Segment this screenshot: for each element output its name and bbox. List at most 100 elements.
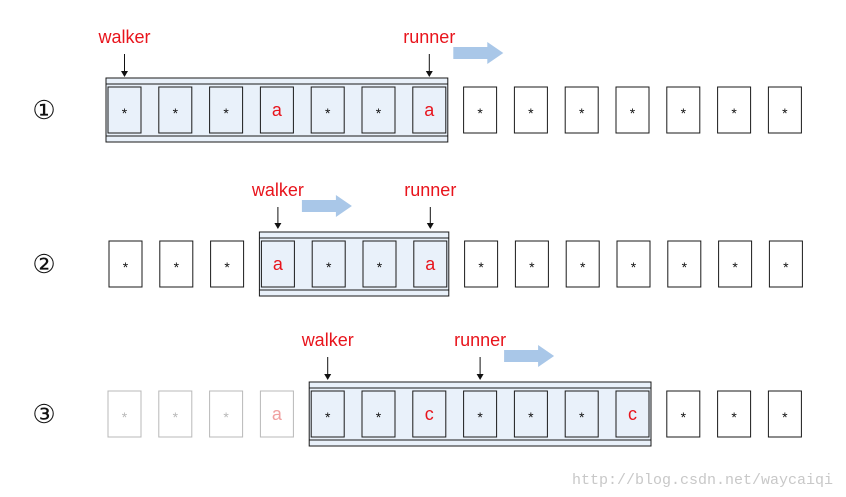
cell-char: * xyxy=(122,409,128,425)
cell-char: * xyxy=(122,105,128,121)
cell-char: * xyxy=(377,259,383,275)
cell-char: c xyxy=(425,404,434,424)
cell-box xyxy=(209,390,244,438)
runner-label: runner xyxy=(454,330,506,350)
cell-box xyxy=(615,86,650,134)
cell-box xyxy=(107,390,142,438)
runner-label: runner xyxy=(404,180,456,200)
cell-box xyxy=(311,240,346,288)
move-direction-arrow xyxy=(453,42,504,64)
cell-box xyxy=(767,86,802,134)
walker-pointer-head xyxy=(324,374,332,380)
cell-char: * xyxy=(224,259,230,275)
cell-box xyxy=(361,390,396,438)
cell-box xyxy=(159,240,194,288)
cell-box xyxy=(310,86,345,134)
cell-char: * xyxy=(326,259,332,275)
move-direction-arrow xyxy=(301,195,352,217)
cell-box xyxy=(615,390,650,438)
cell-box xyxy=(158,390,193,438)
cell-box xyxy=(107,86,142,134)
cell-char: * xyxy=(477,409,483,425)
move-direction-arrow xyxy=(504,345,555,367)
step-number: ② xyxy=(32,249,55,279)
cell-box xyxy=(412,86,447,134)
cell-box xyxy=(260,240,295,288)
cell-char: * xyxy=(376,409,382,425)
runner-pointer-head xyxy=(476,374,484,380)
cell-box xyxy=(362,240,397,288)
cell-char: * xyxy=(731,409,737,425)
cell-box xyxy=(412,390,447,438)
cell-box xyxy=(565,240,600,288)
cell-char: * xyxy=(630,105,636,121)
cell-char: a xyxy=(424,100,435,120)
cell-box xyxy=(564,86,599,134)
cell-char: * xyxy=(174,259,180,275)
cell-box xyxy=(259,86,294,134)
cell-box xyxy=(513,86,548,134)
cell-char: * xyxy=(579,409,585,425)
cell-box xyxy=(666,390,701,438)
cell-box xyxy=(158,86,193,134)
cell-box xyxy=(717,86,752,134)
walker-pointer-head xyxy=(274,223,282,229)
cell-char: * xyxy=(631,259,637,275)
cell-box xyxy=(210,240,245,288)
cell-box xyxy=(209,86,244,134)
cell-box xyxy=(413,240,448,288)
cell-char: * xyxy=(223,409,229,425)
cell-box xyxy=(463,390,498,438)
step-number: ① xyxy=(32,95,55,125)
cell-char: a xyxy=(425,254,436,274)
cell-char: a xyxy=(273,254,284,274)
cell-char: * xyxy=(681,105,687,121)
walker-label: walker xyxy=(251,180,304,200)
cell-char: * xyxy=(782,409,788,425)
cell-box xyxy=(564,390,599,438)
cell-box xyxy=(463,86,498,134)
step-number: ③ xyxy=(32,399,55,429)
cell-char: c xyxy=(628,404,637,424)
cell-box xyxy=(259,390,294,438)
cell-char: * xyxy=(782,105,788,121)
cell-char: * xyxy=(528,105,534,121)
runner-pointer-head xyxy=(425,71,433,77)
runner-pointer-head xyxy=(426,223,434,229)
cell-char: * xyxy=(376,105,382,121)
cell-char: * xyxy=(223,105,229,121)
cell-char: * xyxy=(528,409,534,425)
cell-char: * xyxy=(123,259,129,275)
cell-box xyxy=(768,240,803,288)
cell-char: * xyxy=(478,259,484,275)
cell-box xyxy=(464,240,499,288)
cell-char: * xyxy=(579,105,585,121)
cell-box xyxy=(513,390,548,438)
cell-box xyxy=(616,240,651,288)
cell-char: * xyxy=(325,409,331,425)
cell-char: a xyxy=(272,100,283,120)
cell-char: * xyxy=(173,105,179,121)
cell-char: * xyxy=(477,105,483,121)
cell-box xyxy=(718,240,753,288)
watermark-url: http://blog.csdn.net/waycaiqi xyxy=(572,472,833,489)
cell-box xyxy=(666,86,701,134)
cell-box xyxy=(310,390,345,438)
cell-char: * xyxy=(580,259,586,275)
cell-box xyxy=(361,86,396,134)
cell-char: * xyxy=(731,105,737,121)
cell-box xyxy=(514,240,549,288)
walker-label: walker xyxy=(301,330,354,350)
cell-box xyxy=(717,390,752,438)
cell-char: * xyxy=(783,259,789,275)
cell-char: * xyxy=(173,409,179,425)
cell-box xyxy=(108,240,143,288)
cell-char: * xyxy=(325,105,331,121)
cell-box xyxy=(767,390,802,438)
cell-char: * xyxy=(682,259,688,275)
walker-label: walker xyxy=(97,27,150,47)
